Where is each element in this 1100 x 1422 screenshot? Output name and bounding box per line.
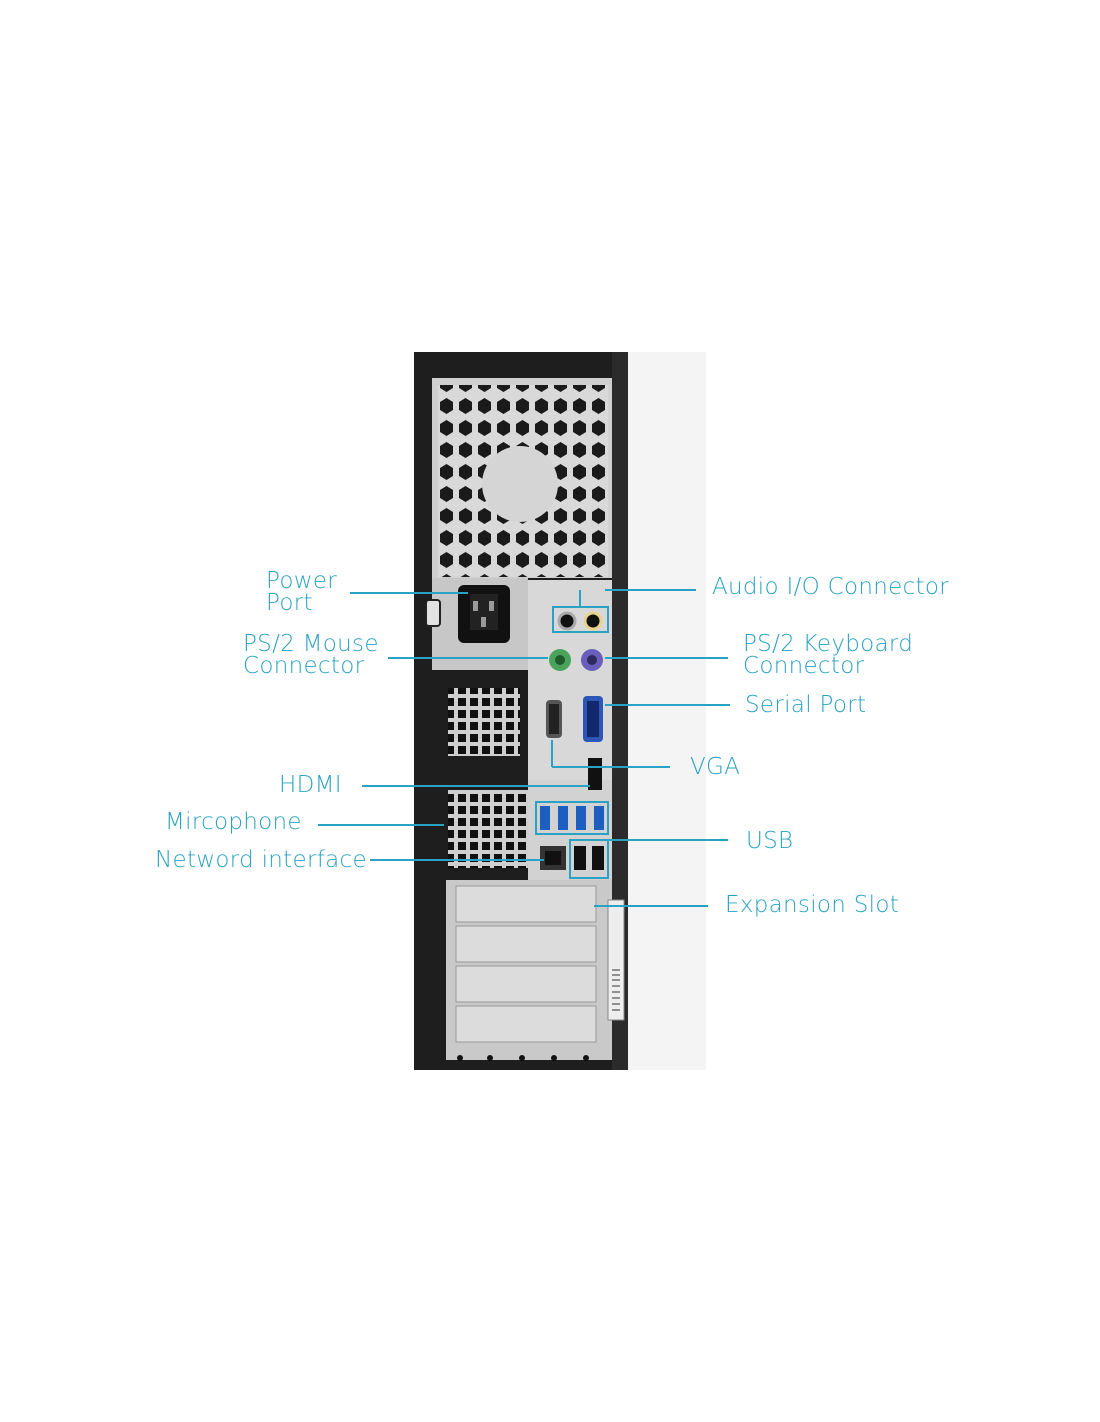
fan-hub	[482, 446, 558, 522]
label-audio-io: Audio I/O Connector	[712, 574, 949, 600]
label-power-port: Power Port	[266, 568, 338, 616]
hdmi-port-icon	[588, 758, 602, 790]
callout-usb-box-bottom	[569, 839, 609, 879]
io-panel	[528, 580, 612, 780]
label-expansion-slot: Expansion Slot	[725, 892, 900, 918]
label-network: Netword interface	[155, 847, 367, 873]
chassis-side	[612, 352, 628, 1070]
label-ps2-mouse: PS/2 Mouse Connector	[243, 631, 379, 679]
label-usb: USB	[746, 828, 794, 854]
right-shadow	[628, 352, 706, 1070]
label-vga: VGA	[690, 754, 741, 780]
label-microphone: Mircophone	[165, 809, 302, 835]
callout-usb-box-top	[535, 801, 609, 835]
vent-lower	[448, 790, 528, 868]
audio-jack-right	[583, 611, 603, 631]
label-ps2-keyboard: PS/2 Keyboard Connector	[743, 631, 914, 679]
usb-ports-icon	[540, 806, 604, 870]
callout-lines	[318, 589, 730, 907]
vent-upper	[448, 688, 520, 756]
label-serial-port: Serial Port	[745, 692, 867, 718]
audio-jack-left	[557, 611, 577, 631]
label-hdmi: HDMI	[279, 772, 342, 798]
barcode-label	[607, 899, 625, 1021]
